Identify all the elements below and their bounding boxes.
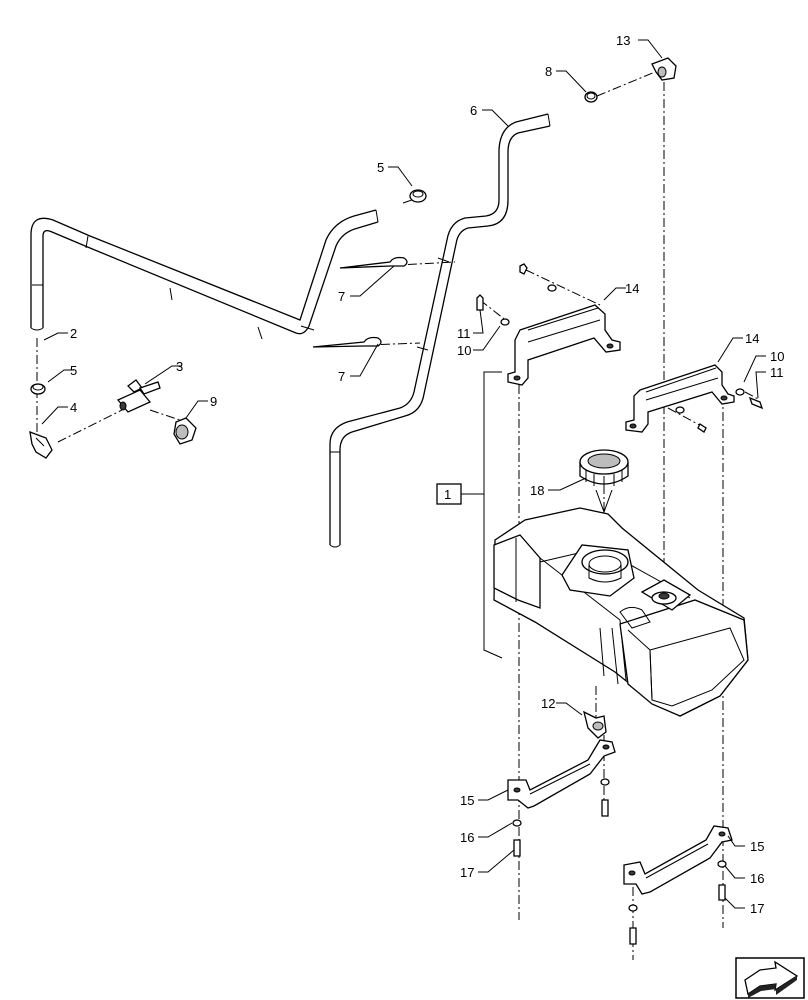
callout-1-box [436, 483, 462, 505]
bracket-14-upper-left [507, 304, 621, 386]
washer-16-lower-right [628, 904, 638, 912]
elbow-fitting-13 [651, 57, 677, 81]
callout-9: 9 [210, 394, 217, 409]
washer-16-left [512, 819, 522, 827]
washer-10-right [735, 388, 745, 396]
callout-8: 8 [545, 64, 552, 79]
callout-1: 1 [444, 487, 451, 502]
hose-2 [30, 209, 379, 340]
bracket-15-lower-right [623, 825, 733, 895]
elbow-fitting-4 [29, 430, 53, 459]
elbow-fitting-12 [583, 710, 607, 739]
strap-7-upper [339, 256, 408, 269]
bolt-11-right [748, 396, 764, 410]
bolt-upper-center [519, 263, 528, 275]
hose-clamp-5-left [30, 383, 46, 395]
bolt-11-left [476, 294, 484, 311]
callout-16-right: 16 [750, 871, 764, 886]
callout-10-left: 10 [457, 343, 471, 358]
washer-16-right [717, 860, 727, 868]
callout-16-left: 16 [460, 830, 474, 845]
assembly-bracket [483, 371, 503, 659]
leader-lines [41, 39, 766, 909]
callout-3: 3 [176, 359, 183, 374]
fuel-tank [493, 507, 749, 717]
bolt-17-center [601, 799, 609, 817]
hose-clamp-8 [584, 91, 598, 103]
callout-4: 4 [70, 400, 77, 415]
next-page-arrow-icon[interactable] [735, 957, 805, 999]
hose-clamp-5-top [409, 189, 427, 203]
callout-7-lower: 7 [338, 369, 345, 384]
callout-12: 12 [541, 696, 555, 711]
callout-2: 2 [70, 326, 77, 341]
bracket-15-lower-left [507, 739, 616, 809]
callout-11-left: 11 [457, 326, 471, 341]
bolt-17-right [718, 884, 726, 901]
bolt-bracket-right [697, 423, 707, 433]
fitting-9 [173, 417, 197, 445]
bolt-17-lower-right [629, 927, 637, 945]
washer-10-left [500, 318, 510, 326]
callout-10-right: 10 [770, 349, 784, 364]
bracket-14-upper-right [625, 364, 735, 433]
callouts: 1 2 3 4 5 5 6 7 7 8 9 10 10 11 11 12 13 … [70, 33, 784, 916]
callout-14-right: 14 [745, 331, 759, 346]
strap-7-lower [312, 336, 382, 348]
filler-cap-18 [579, 449, 629, 514]
callout-15-left: 15 [460, 793, 474, 808]
hose-6 [329, 113, 551, 548]
valve-3 [116, 379, 161, 413]
callout-13: 13 [616, 33, 630, 48]
callout-14-left: 14 [625, 281, 639, 296]
alignment-lines [36, 71, 761, 960]
washer-upper-center [547, 284, 557, 292]
hardware [29, 57, 764, 945]
callout-7-upper: 7 [338, 289, 345, 304]
callout-5-left: 5 [70, 363, 77, 378]
callout-6: 6 [470, 103, 477, 118]
callout-11-right: 11 [770, 365, 784, 380]
callout-17-right: 17 [750, 901, 764, 916]
washer-16-center [600, 778, 610, 786]
bolt-17-left [513, 839, 521, 857]
callout-17-left: 17 [460, 865, 474, 880]
washer-bracket-right [675, 406, 685, 414]
callout-15-right: 15 [750, 839, 764, 854]
callout-5-top: 5 [377, 160, 384, 175]
callout-18: 18 [530, 483, 544, 498]
